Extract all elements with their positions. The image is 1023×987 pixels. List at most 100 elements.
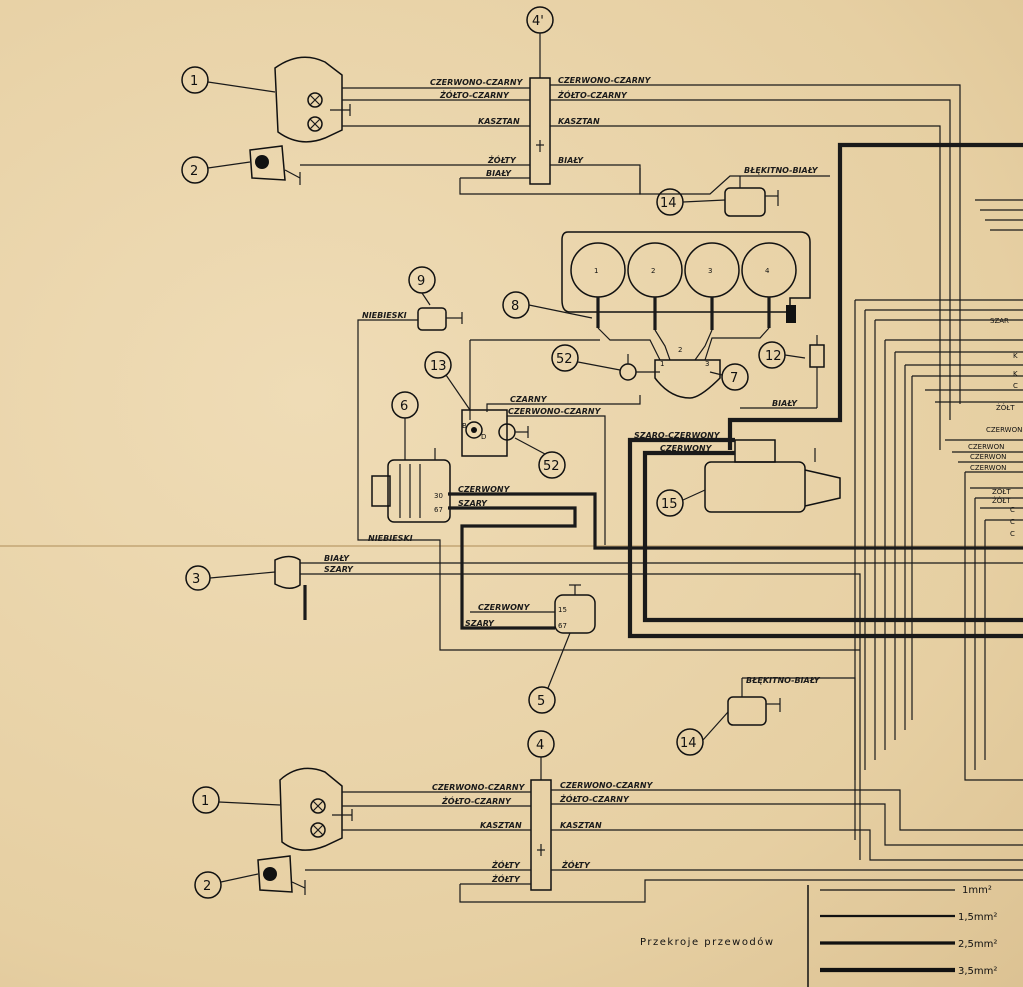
label-czerwony-starter: CZERWONY xyxy=(660,444,713,453)
distributor-7 xyxy=(654,359,749,399)
sender-9 xyxy=(408,266,463,331)
callout-14-top: 14 xyxy=(660,196,677,211)
label-czerwono-czarny-l2: CZERWONO-CZARNY xyxy=(432,783,526,792)
callout-3-num: 3 xyxy=(192,572,200,587)
legend-size-2: 1,5mm² xyxy=(958,912,997,923)
label-czerwony-alt: CZERWONY xyxy=(458,485,511,494)
dist-term-2: 2 xyxy=(678,346,682,354)
engine-block xyxy=(561,231,811,330)
callout-15-num: 15 xyxy=(661,497,678,512)
callout-12-num: 12 xyxy=(765,349,782,364)
side-lamp-bottom xyxy=(194,855,306,899)
term-30: 30 xyxy=(434,492,443,500)
label-kasztan-l1: KASZTAN xyxy=(478,117,520,126)
headlamp-bottom xyxy=(192,767,353,851)
label-niebieski-bottom: NIEBIESKI xyxy=(368,534,413,543)
label-zolto-czarny-r2: ŻÓŁTO-CZARNY xyxy=(559,793,630,804)
alternator-6 xyxy=(371,391,451,523)
label-czarny: CZARNY xyxy=(510,395,548,404)
label-szary-lamp3: SZARY xyxy=(324,565,354,574)
edge-label-2: K xyxy=(1013,352,1018,360)
callout-2-bottom-num: 2 xyxy=(203,879,211,894)
label-blekitno-bialy-top: BŁĘKITNO-BIAŁY xyxy=(744,166,819,175)
edge-label-9: CZERWON xyxy=(986,426,1022,434)
label-czerwono-czarny-r1: CZERWONO-CZARNY xyxy=(558,76,652,85)
edge-label-5: ŻÓŁT xyxy=(996,403,1015,412)
cyl-3: 3 xyxy=(708,267,712,275)
capacitor-52-a xyxy=(551,344,660,381)
horn-14-bottom xyxy=(676,678,781,756)
label-szary-reg: SZARY xyxy=(465,619,495,628)
label-szary-alt: SZARY xyxy=(458,499,488,508)
term-15: 15 xyxy=(558,606,567,614)
label-kasztan-r2: KASZTAN xyxy=(560,821,602,830)
edge-label-11: ŻÓŁT xyxy=(992,496,1011,505)
label-czerwono-czarny-l1: CZERWONO-CZARNY xyxy=(430,78,524,87)
edge-label-4: C xyxy=(1013,382,1018,390)
label-zolty-l2: ŻÓŁTY xyxy=(491,859,521,870)
label-bialy-l1: BIAŁY xyxy=(486,169,512,178)
label-bialy-sensor: BIAŁY xyxy=(772,399,798,408)
callout-2-top: 2 xyxy=(190,164,198,179)
callout-1-bottom-num: 1 xyxy=(201,794,209,809)
label-czerwono-czarny-r2: CZERWONO-CZARNY xyxy=(560,781,654,790)
callout-1-top: 1 xyxy=(190,74,198,89)
callout-8-num: 8 xyxy=(511,299,519,314)
label-blekitno-bialy-bottom: BŁĘKITNO-BIAŁY xyxy=(746,676,821,685)
callout-14-bottom-num: 14 xyxy=(680,736,697,751)
lamp-3 xyxy=(185,555,307,620)
connector-4-bottom xyxy=(527,730,555,891)
dist-term-3: 3 xyxy=(705,360,709,368)
label-zolto-czarny-l2: ŻÓŁTO-CZARNY xyxy=(441,795,512,806)
side-lamp-top xyxy=(181,145,301,185)
term-B: B xyxy=(462,422,467,430)
label-czerwony-reg: CZERWONY xyxy=(478,603,531,612)
regulator-5 xyxy=(528,584,596,714)
edge-label-13: C xyxy=(1010,518,1015,526)
edge-label-6: CZERWON xyxy=(968,443,1004,451)
legend-size-3: 2,5mm² xyxy=(958,939,997,950)
callout-52-a-num: 52 xyxy=(556,352,573,367)
legend-title: Przekroje przewodów xyxy=(640,936,775,948)
label-szaro-czerwony: SZARO-CZERWONY xyxy=(634,431,721,440)
wire-size-legend xyxy=(807,885,955,987)
label-bialy-r1: BIAŁY xyxy=(558,156,584,165)
harness-bundle xyxy=(854,199,1023,781)
sensor-12 xyxy=(758,335,825,408)
edge-label-12: C xyxy=(1010,506,1015,514)
term-D: D xyxy=(481,433,486,441)
label-zolto-czarny-l1: ŻÓŁTO-CZARNY xyxy=(439,89,510,100)
edge-label-14: C xyxy=(1010,530,1015,538)
edge-label-10: ŻÓŁT xyxy=(992,487,1011,496)
callout-4-bottom-num: 4 xyxy=(536,738,544,753)
term-67: 67 xyxy=(434,506,443,514)
edge-label-1: SZAR xyxy=(990,317,1009,325)
cyl-4: 4 xyxy=(765,267,770,275)
callout-4-top: 4' xyxy=(532,14,544,29)
callout-52-b-num: 52 xyxy=(543,459,560,474)
edge-label-7: CZERWON xyxy=(970,453,1006,461)
label-czerwono-czarny-coil: CZERWONO-CZARNY xyxy=(508,407,602,416)
callout-6-num: 6 xyxy=(400,399,408,414)
edge-label-3: K xyxy=(1013,370,1018,378)
dist-term-1: 1 xyxy=(660,360,664,368)
label-zolty-r2: ŻÓŁTY xyxy=(561,859,591,870)
starter-15 xyxy=(656,439,841,517)
callout-7-num: 7 xyxy=(730,371,738,386)
legend-size-1: 1mm² xyxy=(962,885,992,896)
ignition-coil-13 xyxy=(424,351,508,457)
callout-9-num: 9 xyxy=(417,274,425,289)
label-kasztan-r1: KASZTAN xyxy=(558,117,600,126)
label-bialy-lamp3: BIAŁY xyxy=(324,554,350,563)
cyl-2: 2 xyxy=(651,267,655,275)
callout-5-num: 5 xyxy=(537,694,545,709)
label-niebieski-top: NIEBIESKI xyxy=(362,311,407,320)
headlamp-top xyxy=(181,56,351,143)
callout-13-num: 13 xyxy=(430,359,447,374)
cyl-1: 1 xyxy=(594,267,598,275)
legend-size-4: 3,5mm² xyxy=(958,966,997,977)
label-kasztan-l2: KASZTAN xyxy=(480,821,522,830)
label-zolto-czarny-r1: ŻÓŁTO-CZARNY xyxy=(557,89,628,100)
